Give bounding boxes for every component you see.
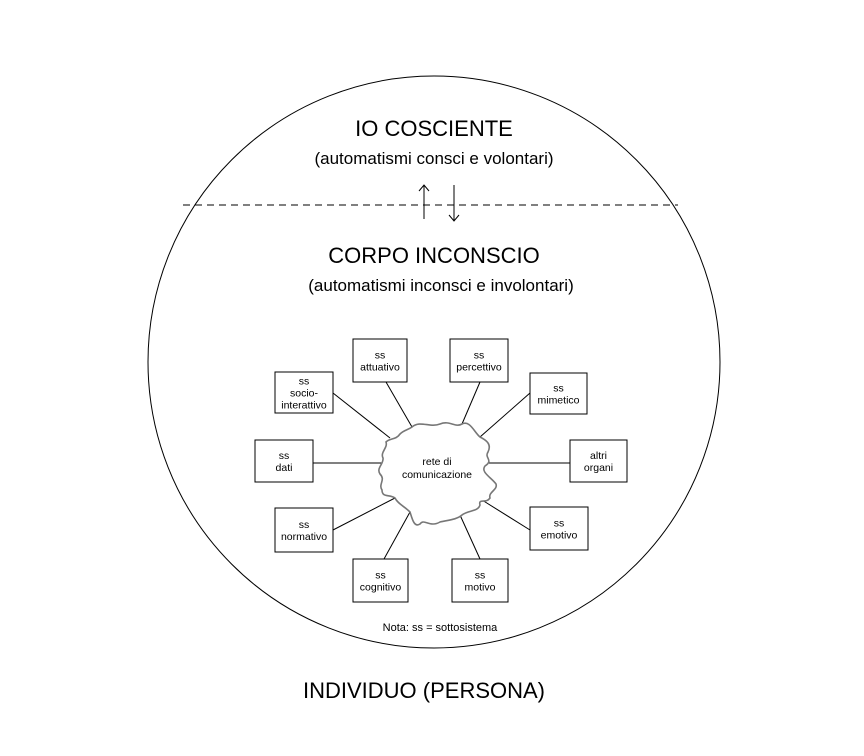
node-label: ss	[299, 376, 310, 388]
link-attuativo	[385, 381, 413, 428]
link-emotivo	[481, 499, 531, 531]
node-box	[569, 439, 628, 483]
conscious-subtitle: (automatismi consci e volontari)	[314, 149, 553, 168]
node-box	[529, 506, 589, 551]
node-label: ss	[475, 570, 486, 582]
node-label: ss	[375, 570, 386, 582]
link-mimetico	[479, 392, 531, 438]
node-label: emotivo	[541, 530, 578, 542]
unconscious-subtitle: (automatismi inconsci e involontari)	[308, 276, 574, 295]
node-label: ss	[553, 383, 564, 395]
node-label: attuativo	[360, 362, 400, 374]
node-label: ss	[279, 450, 290, 462]
legend-note: Nota: ss = sottosistema	[383, 622, 499, 634]
node-box	[254, 439, 314, 483]
link-cognitivo	[383, 511, 411, 560]
node-box	[352, 338, 408, 383]
center-label-line2: comunicazione	[402, 469, 472, 481]
center-label-line1: rete di	[422, 456, 451, 468]
node-label: cognitivo	[360, 582, 402, 594]
node-label: ss	[474, 350, 485, 362]
node-label: ss	[299, 519, 310, 531]
node-label: mimetico	[537, 395, 579, 407]
link-motivo	[459, 514, 481, 560]
node-box	[449, 338, 509, 383]
individual-circle	[147, 75, 721, 649]
link-socio-interattivo	[332, 392, 391, 439]
node-box	[274, 507, 334, 553]
node-box	[274, 371, 334, 414]
node-box	[352, 558, 409, 603]
node-label: altri	[590, 450, 607, 462]
node-box	[451, 558, 509, 603]
node-label: percettivo	[456, 362, 502, 374]
unconscious-title: CORPO INCONSCIO	[328, 243, 539, 268]
down-arrow-icon	[448, 185, 460, 222]
node-label: socio-	[290, 388, 319, 400]
node-label: interattivo	[281, 400, 327, 412]
node-label: normativo	[281, 531, 327, 543]
node-label: dati	[276, 462, 293, 474]
link-percettivo	[461, 381, 481, 425]
communication-network-cloud	[378, 422, 498, 526]
node-label: ss	[554, 518, 565, 530]
connection-lines	[313, 381, 570, 560]
conscious-title: IO COSCIENTE	[355, 116, 513, 141]
link-normativo	[332, 497, 396, 531]
up-arrow-icon	[418, 184, 430, 219]
node-label: ss	[375, 350, 386, 362]
node-label: motivo	[465, 582, 496, 594]
node-box	[529, 372, 588, 415]
node-label: organi	[584, 462, 613, 474]
individual-label: INDIVIDUO (PERSONA)	[303, 678, 545, 703]
